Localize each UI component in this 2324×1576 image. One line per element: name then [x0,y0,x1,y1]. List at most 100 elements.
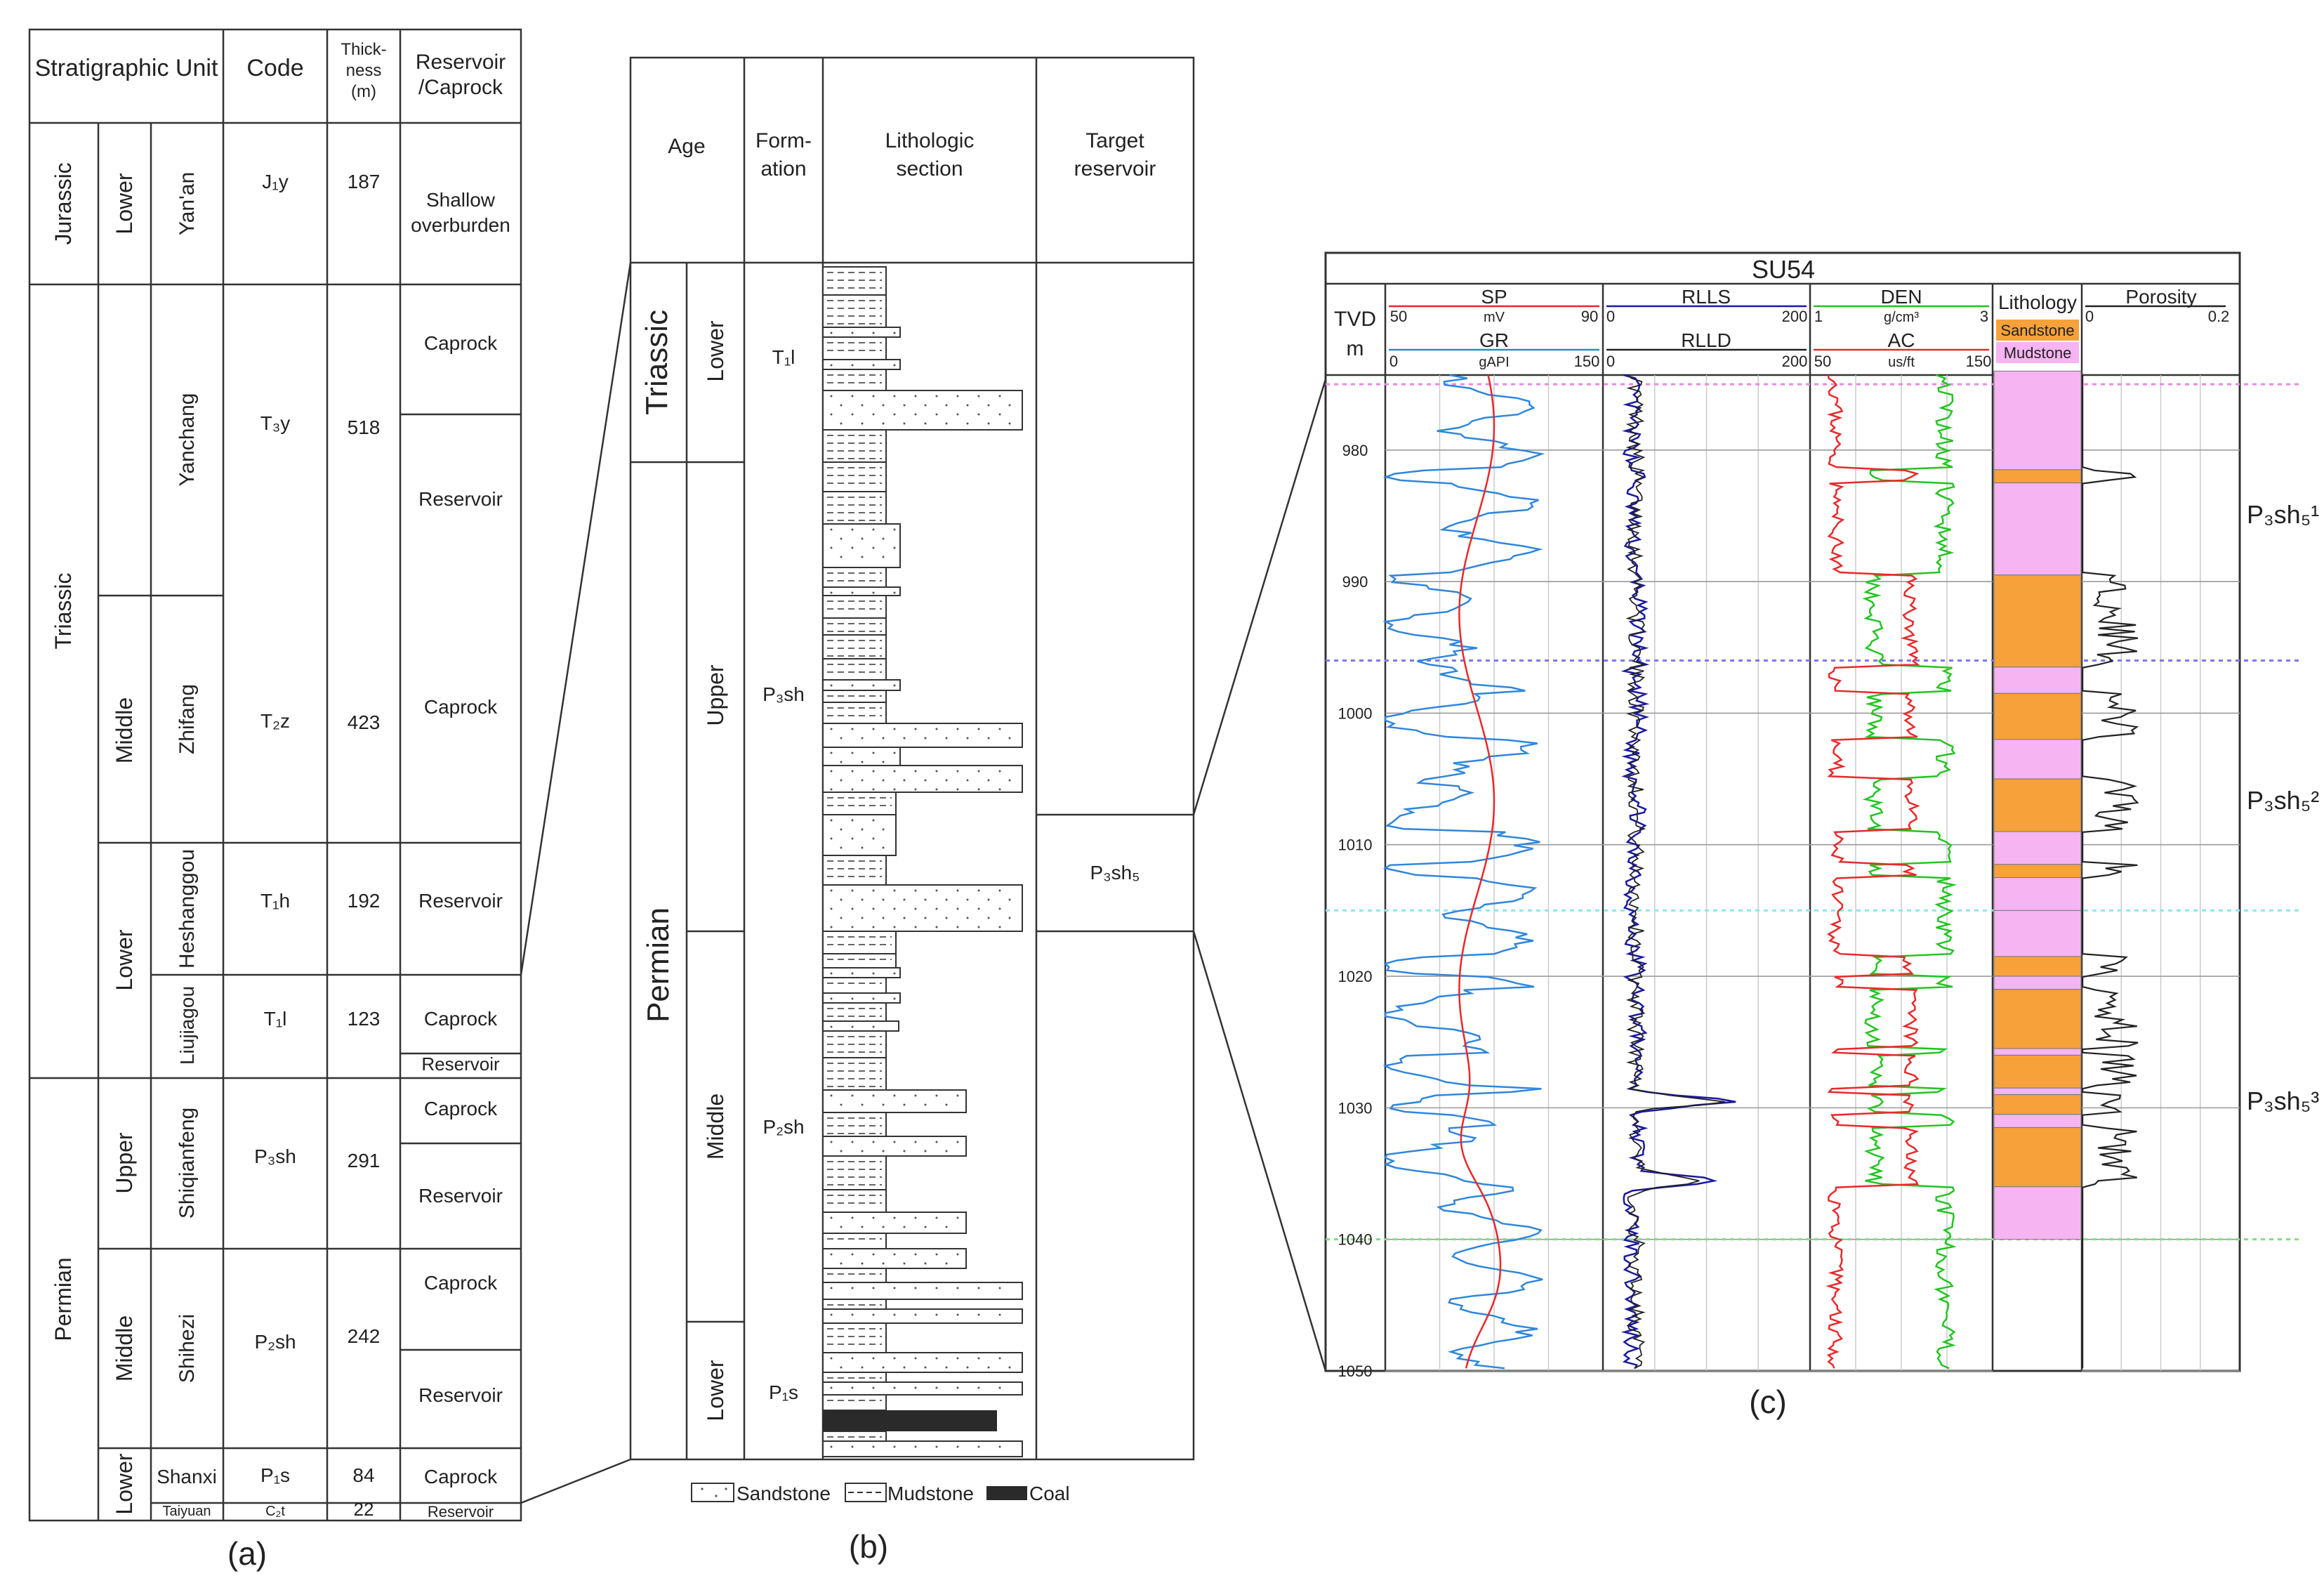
legend-mudstone: Mudstone [887,1483,974,1504]
svg-text:Reservoir: Reservoir [418,1185,503,1207]
well-name: SU54 [1752,255,1815,284]
svg-text:192: 192 [348,890,381,912]
svg-text:Shallow: Shallow [426,189,496,211]
panel-c-log [1324,251,2303,1372]
svg-text:Caprock: Caprock [424,332,498,354]
svg-text:90: 90 [1581,308,1598,325]
svg-text:Heshanggou: Heshanggou [176,849,199,968]
svg-text:Thick-: Thick- [341,40,386,59]
svg-text:187: 187 [348,171,381,192]
caption-c: (c) [1749,1384,1787,1420]
legend-sandstone: Sandstone [737,1483,831,1504]
caption-a: (a) [227,1535,267,1572]
svg-text:/Caprock: /Caprock [418,76,503,99]
panel-a-table [28,28,522,1522]
svg-text:Shiqianfeng: Shiqianfeng [176,1108,199,1219]
svg-text:0: 0 [1389,353,1398,370]
svg-text:T₁l: T₁l [264,1008,287,1030]
svg-text:Upper: Upper [112,1132,137,1194]
svg-text:990: 990 [1342,573,1368,591]
svg-text:T₁h: T₁h [260,890,290,912]
svg-text:Liujiagou: Liujiagou [176,986,198,1065]
lithologic-section [822,266,1023,1457]
svg-text:518: 518 [348,416,381,438]
svg-text:section: section [896,157,963,180]
svg-text:g/cm³: g/cm³ [1884,310,1919,325]
svg-text:1000: 1000 [1338,704,1373,722]
svg-text:Lower: Lower [703,320,728,382]
svg-text:RLLS: RLLS [1682,286,1731,308]
zone-2: P₃sh₅² [2247,786,2319,815]
svg-text:TVD: TVD [1334,308,1376,331]
header-code: Code [246,55,303,81]
svg-text:150: 150 [1966,353,1992,370]
svg-text:291: 291 [348,1150,381,1171]
svg-text:Reservoir: Reservoir [416,51,506,74]
svg-text:Lower: Lower [703,1360,728,1421]
log-curves [1382,374,2139,1370]
depth-ticks: 980 990 1000 1010 1020 1030 1040 1050 [1338,442,1373,1380]
svg-text:Caprock: Caprock [424,696,498,718]
svg-text:1040: 1040 [1338,1231,1373,1249]
panel-a-text: Stratigraphic Unit Code Thick- ness (m) … [35,40,510,1572]
svg-text:(m): (m) [351,82,376,101]
svg-text:us/ft: us/ft [1888,355,1915,370]
svg-text:423: 423 [348,711,381,733]
svg-text:Permian: Permian [641,907,675,1023]
svg-text:50: 50 [1814,353,1831,370]
svg-text:Triassic: Triassic [640,310,674,415]
svg-text:gAPI: gAPI [1479,355,1509,370]
svg-text:Caprock: Caprock [424,1272,498,1294]
svg-text:Yan'an: Yan'an [176,172,199,235]
svg-text:P₃sh: P₃sh [762,683,805,705]
svg-text:242: 242 [348,1325,381,1347]
svg-text:150: 150 [1574,353,1600,370]
lithology-column [1993,370,2082,1240]
svg-text:1020: 1020 [1338,968,1373,985]
svg-text:reservoir: reservoir [1074,157,1156,180]
svg-text:P₁s: P₁s [769,1381,798,1403]
svg-text:123: 123 [348,1008,381,1030]
svg-text:Lower: Lower [112,1453,137,1515]
svg-text:1010: 1010 [1338,836,1373,854]
svg-text:Caprock: Caprock [424,1098,498,1119]
svg-text:50: 50 [1390,308,1407,325]
svg-text:980: 980 [1342,442,1368,459]
svg-text:Lower: Lower [112,173,137,235]
svg-text:Mudstone: Mudstone [2004,344,2072,362]
svg-text:1050: 1050 [1338,1362,1373,1380]
svg-text:RLLD: RLLD [1681,329,1731,351]
zone-3: P₃sh₅³ [2247,1086,2319,1115]
svg-text:Yanchang: Yanchang [176,393,199,487]
svg-text:mV: mV [1484,310,1505,325]
svg-text:1030: 1030 [1338,1099,1373,1117]
svg-text:Middle: Middle [112,1315,137,1381]
panel-c-text: SU54 TVD m SP mV 50 90 GR gAPI 0 150 RLL… [1334,255,2229,370]
svg-text:Lower: Lower [112,929,137,991]
legend-b: Sandstone Mudstone Coal [691,1483,1070,1504]
svg-text:Form-: Form- [755,129,812,152]
header-stratigraphic-unit: Stratigraphic Unit [35,55,218,81]
svg-text:overburden: overburden [411,214,510,236]
svg-text:0: 0 [1606,353,1615,370]
svg-text:Target: Target [1085,129,1144,152]
svg-text:GR: GR [1479,329,1509,351]
svg-text:0: 0 [1606,308,1615,325]
zone-labels: P₃sh₅¹ P₃sh₅² P₃sh₅³ [2247,500,2319,1115]
svg-text:84: 84 [352,1464,374,1486]
svg-text:Taiyuan: Taiyuan [163,1504,211,1519]
svg-text:DEN: DEN [1880,286,1922,308]
svg-text:Lithology: Lithology [1998,291,2077,313]
svg-text:Middle: Middle [112,697,137,763]
svg-text:ation: ation [760,157,806,180]
target-reservoir-label: P₃sh₅ [1090,862,1140,884]
panel-b-text: Age Form- ation Lithologic section Targe… [640,129,1156,1421]
svg-text:Porosity: Porosity [2125,286,2196,308]
svg-text:Reservoir: Reservoir [421,1053,500,1075]
svg-text:Middle: Middle [703,1094,728,1160]
zone-1: P₃sh₅¹ [2247,500,2319,529]
svg-text:Shihezi: Shihezi [176,1314,199,1383]
svg-text:1: 1 [1814,308,1823,325]
svg-text:T₃y: T₃y [260,412,291,434]
